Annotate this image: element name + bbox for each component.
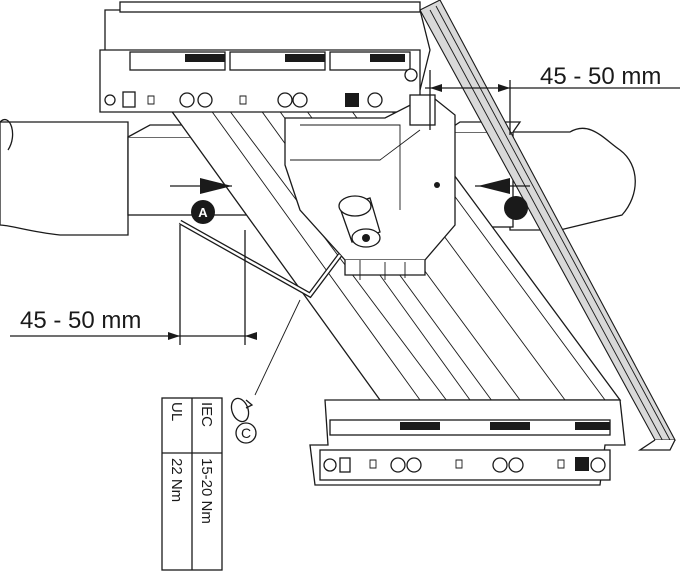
marker-a: A <box>191 200 215 224</box>
marker-b <box>504 196 528 220</box>
marker-c-label: C <box>241 425 251 441</box>
mounting-bracket <box>284 94 456 280</box>
rotation-icon <box>230 397 254 423</box>
torque-table-value-iec: 15-20 Nm <box>198 458 215 524</box>
dimension-left-label: 45 - 50 mm <box>20 307 141 334</box>
marker-a-label: A <box>198 205 208 220</box>
din-rail <box>419 0 676 451</box>
arrows <box>170 178 530 194</box>
top-terminal-block <box>99 1 431 113</box>
dimension-left: 45 - 50 mm <box>10 225 257 345</box>
torque-table-standard-iec: IEC <box>198 402 215 427</box>
bottom-terminal-block <box>309 399 626 486</box>
tool <box>178 195 381 299</box>
torque-table-standard-ul: UL <box>168 402 185 421</box>
torque-table: IEC 15-20 Nm UL 22 Nm <box>161 397 223 571</box>
dimension-right: 45 - 50 mm <box>425 63 680 135</box>
marker-c: C <box>235 422 257 444</box>
leader-line <box>254 299 301 396</box>
torque-table-value-ul: 22 Nm <box>168 458 185 502</box>
dimension-right-label: 45 - 50 mm <box>540 63 661 90</box>
